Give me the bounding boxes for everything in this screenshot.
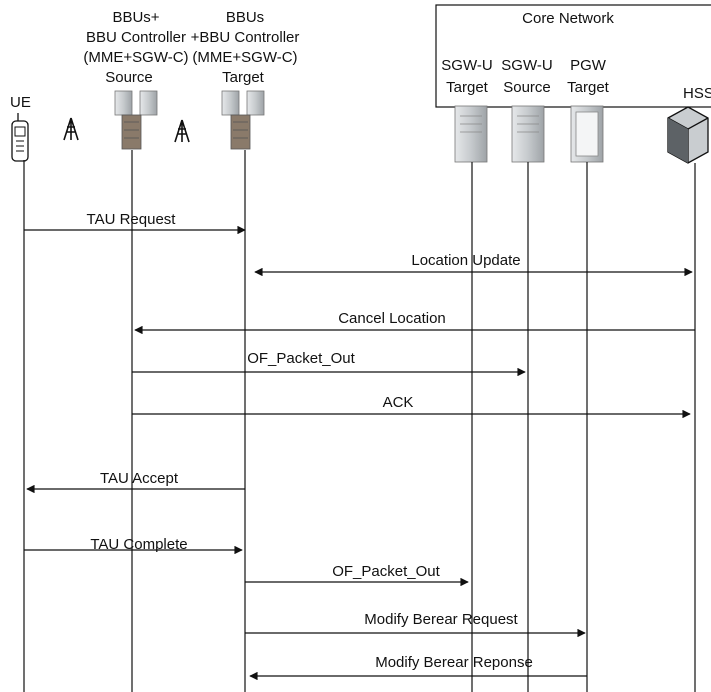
lifelines [23,150,696,692]
message-label: TAU Request [87,211,177,228]
message-tau-request: TAU Request [24,211,246,235]
message-tau-accept: TAU Accept [26,470,245,494]
message-tau-complete: TAU Complete [24,536,243,555]
message-label: Location Update [411,252,520,269]
entity-headers: UE BBUs+ BBU Controller (MME+SGW-C) Sour… [10,9,711,111]
phone-icon [11,113,29,162]
target-bbu-label-2: +BBU Controller [191,29,300,46]
server-icon [570,105,604,163]
sgwu-source-label-1: SGW-U [501,57,552,74]
message-cancel-location: Cancel Location [134,310,695,335]
message-ack: ACK [132,394,691,419]
pgw-target-label-1: PGW [570,57,607,74]
target-bbu-label-3: (MME+SGW-C) [192,49,297,66]
message-label: TAU Accept [100,470,179,487]
message-location-update: Location Update [254,252,693,277]
messages: TAU Request Location Update Cancel Locat… [24,211,695,681]
source-bbu-label-4: Source [105,69,153,86]
core-network-title: Core Network [522,10,614,27]
sgwu-source-label-2: Source [503,79,551,96]
message-of-packet-out-1: OF_Packet_Out [132,350,526,377]
message-label: TAU Complete [90,536,187,553]
source-bbu-label-2: BBU Controller [86,29,186,46]
target-bbu-label-4: Target [222,69,265,86]
source-bbu-label-1: BBUs+ [112,9,159,26]
target-bbu-label-1: BBUs [226,9,264,26]
sgwu-target-label-1: SGW-U [441,57,492,74]
message-of-packet-out-2: OF_Packet_Out [245,563,469,587]
message-modify-bearer-request: Modify Berear Request [245,611,586,638]
server-icon [454,105,488,163]
message-label: OF_Packet_Out [332,563,440,580]
antenna-icon [174,119,190,143]
sgwu-target-label-2: Target [446,79,489,96]
ue-label: UE [10,94,31,111]
message-label: OF_Packet_Out [247,350,355,367]
message-modify-bearer-response: Modify Berear Reponse [249,654,587,681]
server-icon [511,105,545,163]
message-label: ACK [383,394,414,411]
bbu-rack-icon [221,90,265,150]
hss-server-icon [667,106,709,164]
bbu-rack-icon [114,90,158,150]
antenna-icon [63,117,79,141]
message-label: Modify Berear Reponse [375,654,533,671]
hss-label: HSS [683,85,711,102]
message-label: Cancel Location [338,310,446,327]
pgw-target-label-2: Target [567,79,610,96]
source-bbu-label-3: (MME+SGW-C) [83,49,188,66]
message-label: Modify Berear Request [364,611,518,628]
